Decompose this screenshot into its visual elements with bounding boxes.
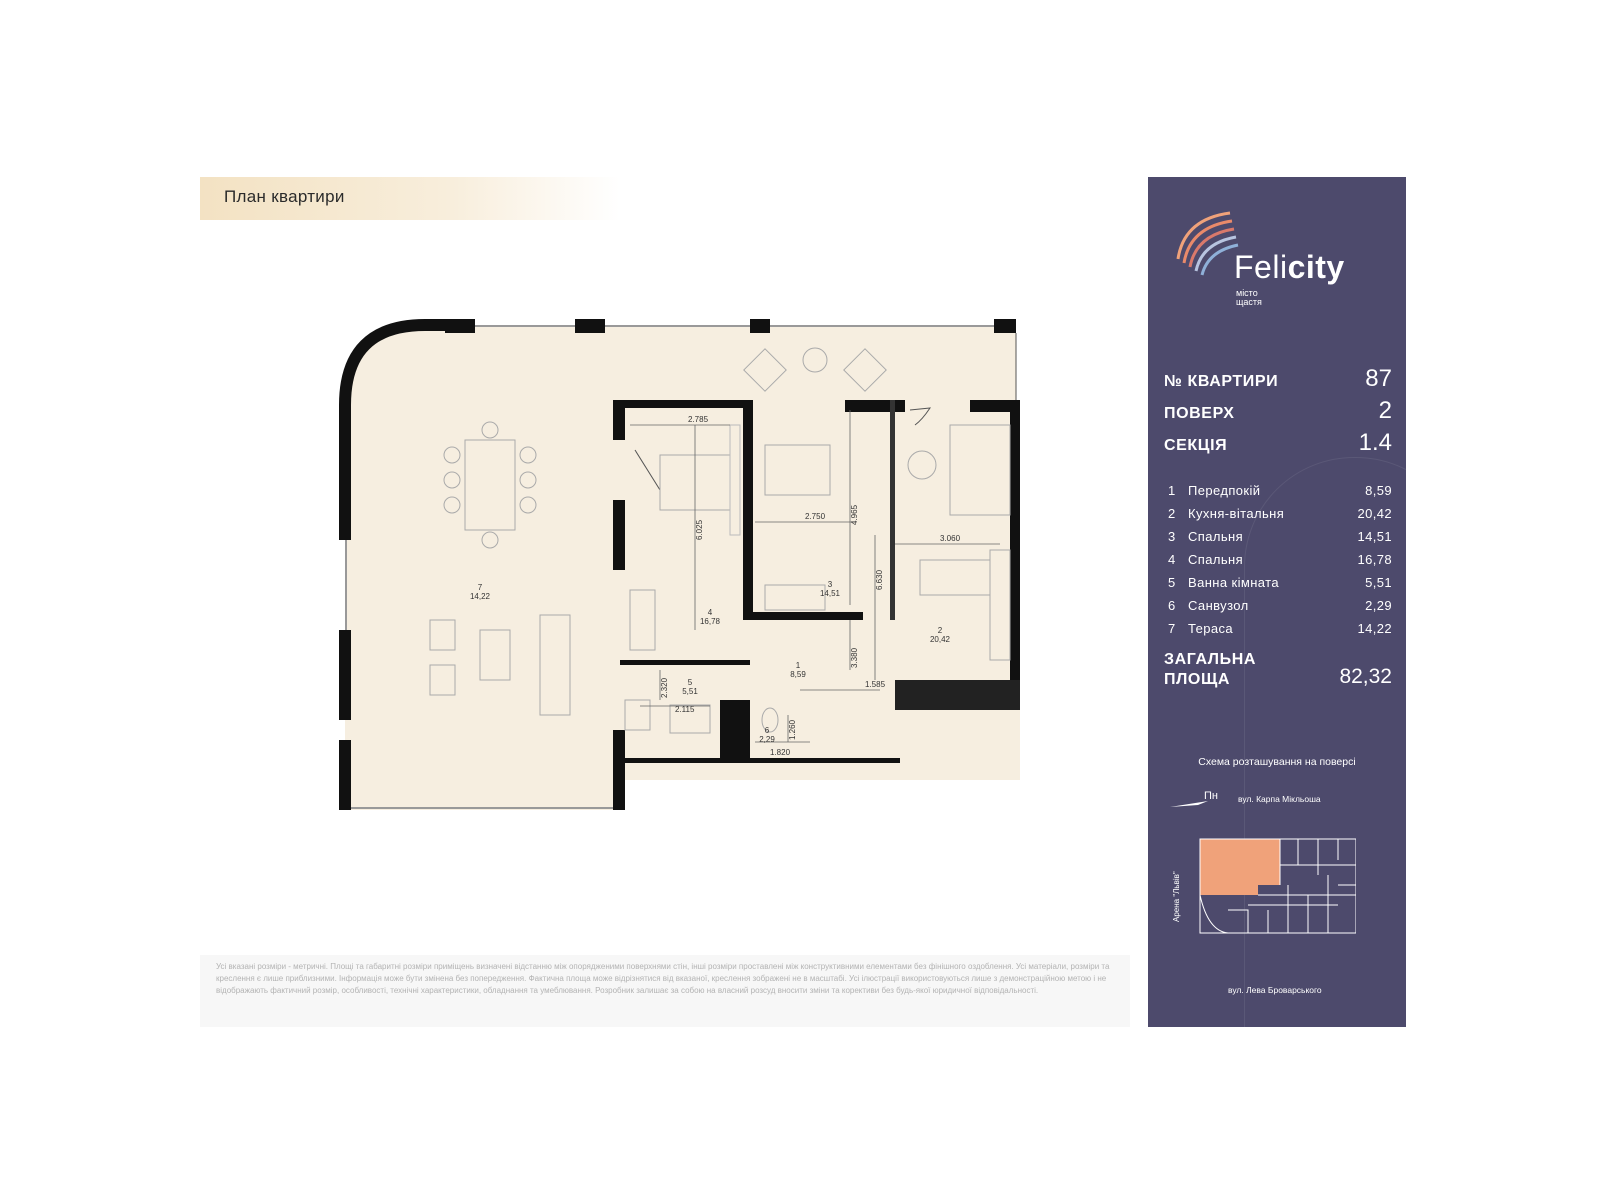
room6-area: 2,29	[759, 735, 775, 744]
north-arrow-icon: Пн	[1170, 790, 1218, 807]
room1-area: 8,59	[790, 670, 806, 679]
dim-label: 2.320	[660, 677, 669, 698]
floor-site-map	[1199, 838, 1356, 934]
apartment-floor	[620, 400, 1020, 780]
room1-label: 1	[796, 661, 801, 670]
svg-text:Пн: Пн	[1204, 790, 1218, 802]
room7-label: 7	[478, 583, 483, 592]
arena-label: Арена "Львів"	[1172, 871, 1181, 922]
terrace-floor	[345, 325, 1016, 810]
brand-name: Felicity	[1234, 249, 1345, 285]
room2-label: 2	[938, 626, 943, 635]
dim-label: 3.380	[850, 647, 859, 668]
dining-table	[464, 439, 516, 531]
dim-label: 1.585	[865, 680, 886, 689]
dim-label: 4.965	[850, 504, 859, 525]
logo-arcs-icon	[1176, 211, 1239, 276]
total-area-value: 82,32	[1339, 665, 1392, 688]
section-row: СЕКЦІЯ 1.4	[1164, 429, 1392, 456]
room3-area: 14,51	[820, 589, 841, 598]
floor-scheme-title: Схема розташування на поверсі	[1198, 756, 1356, 768]
dim-label: 1.820	[770, 748, 791, 757]
disclaimer: Усі вказані розміри - метричні. Площі та…	[200, 955, 1130, 1027]
floor-row: ПОВЕРХ 2	[1164, 397, 1392, 424]
floor-label: ПОВЕРХ	[1164, 405, 1235, 422]
room5-area: 5,51	[682, 687, 698, 696]
dim-label: 6.025	[695, 519, 704, 540]
dim-label: 1.260	[788, 719, 797, 740]
plan-title: План квартири	[224, 187, 345, 206]
room4-label: 4	[708, 608, 713, 617]
terrace-arc-wall	[339, 319, 445, 500]
apartment-number-row: № КВАРТИРИ 87	[1164, 365, 1392, 392]
floor-plan: 7 14,22 4 16,78 3 14,51 2 20,42 1 8,59 5…	[339, 319, 1020, 810]
room7-area: 14,22	[470, 592, 491, 601]
room2-area: 20,42	[930, 635, 951, 644]
section-label: СЕКЦІЯ	[1164, 437, 1228, 454]
apartment-highlight	[1200, 839, 1280, 895]
section-value: 1.4	[1358, 429, 1392, 456]
floor-value: 2	[1378, 397, 1392, 424]
dim-label: 6.630	[875, 569, 884, 590]
room6-label: 6	[765, 726, 770, 735]
total-area-label: ЗАГАЛЬНА ПЛОЩА	[1164, 651, 1257, 688]
dim-label: 2.115	[675, 705, 695, 714]
dim-label: 2.785	[688, 415, 709, 424]
dim-label: 2.750	[805, 512, 826, 521]
street-top-label: вул. Карпа Мікльоша	[1238, 794, 1321, 804]
plan-header: План квартири	[200, 177, 620, 220]
apartment-number-label: № КВАРТИРИ	[1164, 373, 1279, 390]
room5-label: 5	[688, 678, 693, 687]
disclaimer-text: Усі вказані розміри - метричні. Площі та…	[216, 962, 1110, 995]
dim-label: 3.060	[940, 534, 961, 543]
terrace-sofa	[539, 614, 571, 716]
room4-area: 16,78	[700, 617, 721, 626]
street-bottom-label: вул. Лева Броварського	[1228, 985, 1322, 995]
room3-label: 3	[828, 580, 833, 589]
apartment-number-value: 87	[1365, 365, 1392, 392]
